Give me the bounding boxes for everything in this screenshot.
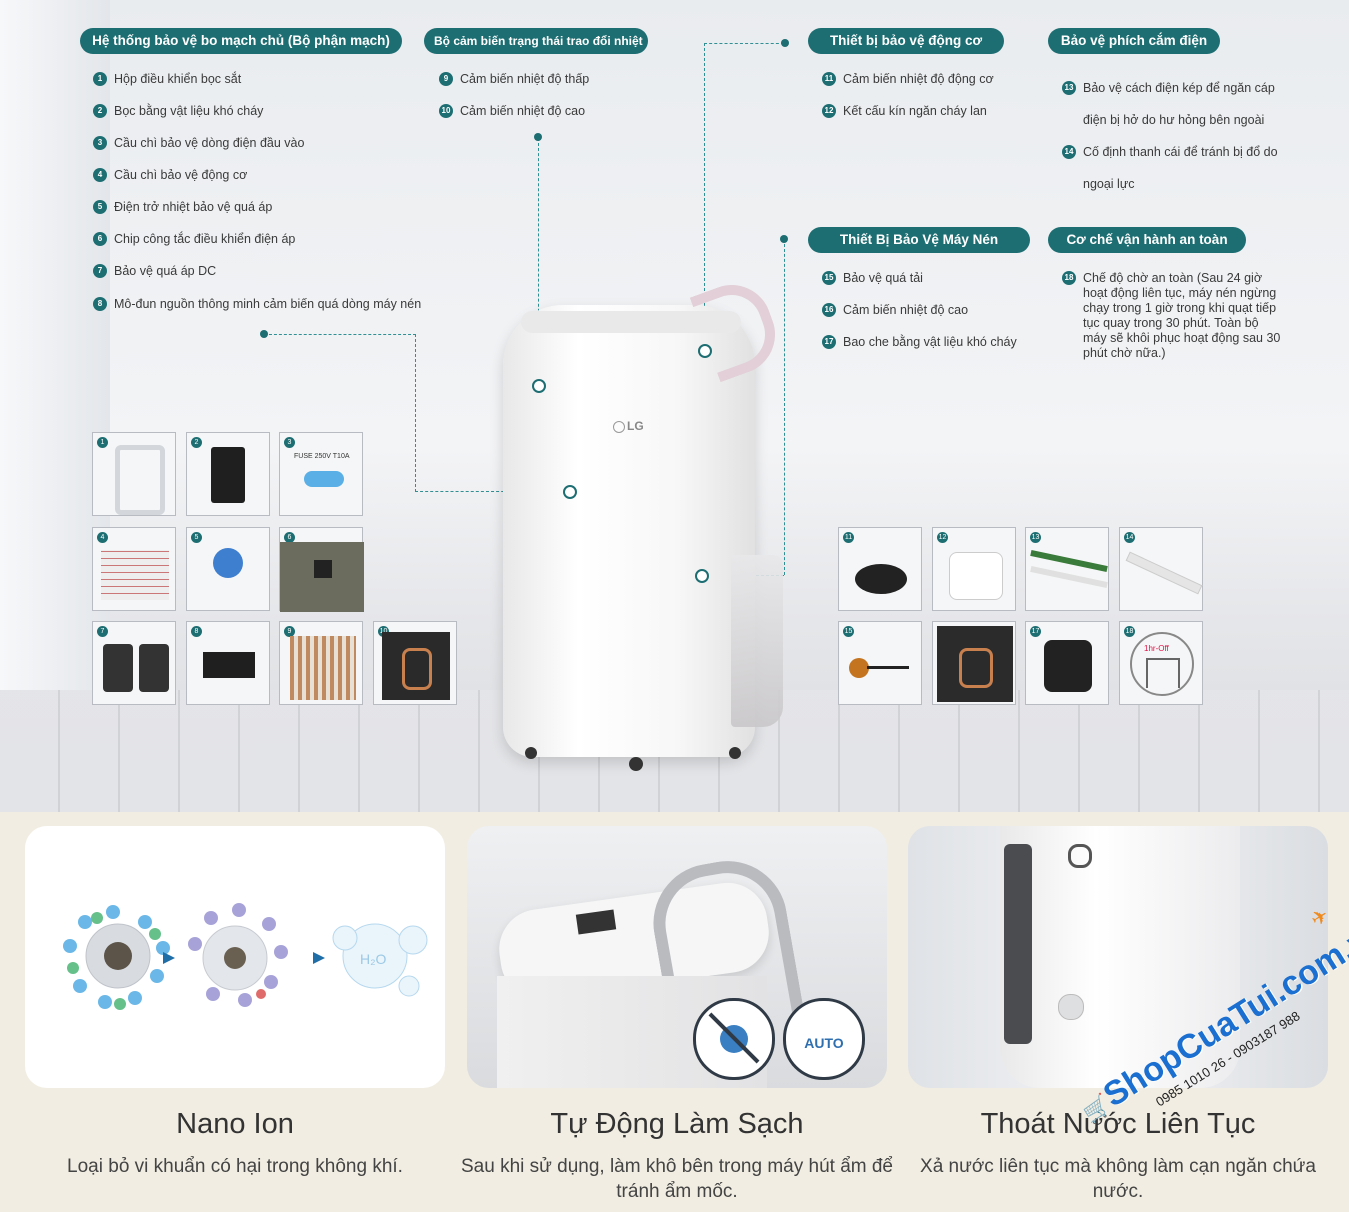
connector-dot bbox=[781, 39, 789, 47]
thumb-flame-retardant-cover: 17 bbox=[1025, 621, 1109, 705]
dehumidifier-device: LG bbox=[503, 273, 787, 771]
hotspot-ring bbox=[695, 569, 709, 583]
thumb-busbar-fixing: 14 bbox=[1119, 527, 1203, 611]
connector-line bbox=[538, 138, 539, 382]
device-body bbox=[1000, 826, 1240, 1088]
header-plug-protect: Bảo vệ phích cắm điện bbox=[1048, 28, 1220, 54]
thumb-dc-protect: 7 bbox=[92, 621, 176, 705]
thumb-smart-module: 8 bbox=[186, 621, 270, 705]
auto-icon: AUTO bbox=[783, 998, 865, 1080]
thumb-low-temp-sensor: 9 bbox=[279, 621, 363, 705]
thumb-high-temp-sensor: 10 bbox=[373, 621, 457, 705]
feature-desc-auto-clean: Sau khi sử dụng, làm khô bên trong máy h… bbox=[460, 1156, 894, 1202]
header-safe-mode: Cơ chế vận hành an toàn bbox=[1048, 227, 1246, 253]
hotspot-ring bbox=[563, 485, 577, 499]
plane-icon: ✈ bbox=[1307, 904, 1334, 932]
feature-title-auto-clean: Tự Động Làm Sạch bbox=[550, 1108, 804, 1140]
feature-title-nano-ion: Nano Ion bbox=[176, 1108, 294, 1140]
wheel-icon bbox=[629, 757, 643, 771]
connector-dot bbox=[534, 133, 542, 141]
header-compressor-protect: Thiết Bị Bảo Vệ Máy Nén bbox=[808, 227, 1030, 253]
protection-infographic: Hệ thống bảo vệ bo mạch chủ (Bộ phận mạc… bbox=[0, 0, 1349, 812]
connector-line bbox=[704, 43, 705, 346]
no-mold-icon bbox=[693, 998, 775, 1080]
hotspot-ring bbox=[698, 344, 712, 358]
brand-logo: LG bbox=[613, 419, 644, 433]
window-background bbox=[0, 0, 110, 690]
feature-desc-continuous-drain: Xả nước liên tục mà không làm cạn ngăn c… bbox=[920, 1156, 1316, 1202]
features-section: H₂O AUTO Nano Ion Loại bỏ vi khuẩn có hạ… bbox=[0, 812, 1349, 1212]
drain-knob-icon bbox=[1058, 994, 1084, 1020]
wheel-icon bbox=[729, 747, 741, 759]
hotspot-ring bbox=[532, 379, 546, 393]
thumb-flame-cover: 2 bbox=[186, 432, 270, 516]
thumb-control-box: 1 bbox=[92, 432, 176, 516]
thumb-voltage-chip: 6 bbox=[279, 527, 364, 612]
header-motor-protect: Thiết bị bảo vệ động cơ bbox=[808, 28, 1004, 54]
feature-card-auto-clean: AUTO bbox=[467, 826, 887, 1088]
connector-line bbox=[704, 43, 784, 44]
device-side-slot bbox=[1004, 844, 1032, 1044]
connector-line bbox=[415, 334, 416, 492]
thumb-overload-protect: 15 bbox=[838, 621, 922, 705]
thumb-sealed-structure: 12 bbox=[932, 527, 1016, 611]
connector-dot bbox=[780, 235, 788, 243]
thumb-motor-temp-sensor: 11 bbox=[838, 527, 922, 611]
feature-title-continuous-drain: Thoát Nước Liên Tục bbox=[980, 1108, 1256, 1140]
header-mainboard: Hệ thống bảo vệ bo mạch chủ (Bộ phận mạc… bbox=[80, 28, 402, 54]
drain-port-icon bbox=[1068, 844, 1092, 868]
thumb-double-insulation: 13 bbox=[1025, 527, 1109, 611]
header-heat-sensor: Bộ cảm biến trạng thái trao đổi nhiệt bbox=[424, 28, 648, 54]
nano-ion-illustration: H₂O bbox=[63, 903, 428, 1010]
connector-line bbox=[415, 491, 565, 492]
connector-line bbox=[264, 334, 416, 335]
feature-card-continuous-drain bbox=[908, 826, 1328, 1088]
thumb-compressor-temp: 16 bbox=[932, 621, 1016, 705]
water-tank bbox=[731, 555, 783, 727]
lg-logo-icon bbox=[613, 420, 625, 433]
thumb-thermistor: 5 bbox=[186, 527, 270, 611]
feature-card-nano-ion: H₂O bbox=[25, 826, 445, 1088]
wheel-icon bbox=[525, 747, 537, 759]
thumb-motor-fuse: 4 bbox=[92, 527, 176, 611]
connector-dot bbox=[260, 330, 268, 338]
svg-text:H₂O: H₂O bbox=[360, 951, 387, 967]
connector-line bbox=[784, 239, 785, 575]
feature-desc-nano-ion: Loại bỏ vi khuẩn có hại trong không khí. bbox=[67, 1156, 403, 1177]
